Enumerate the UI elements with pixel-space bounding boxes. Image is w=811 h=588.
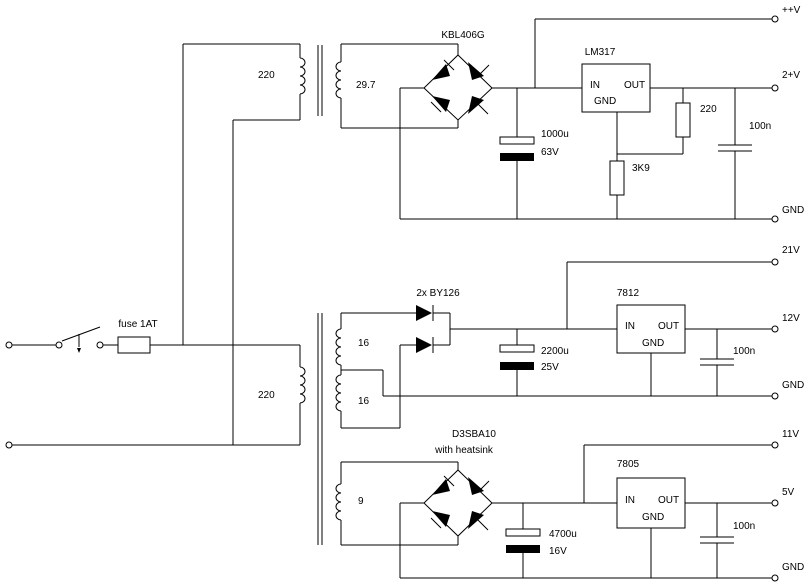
reg3-out: OUT <box>658 495 679 506</box>
out21-terminal <box>771 258 779 266</box>
fuse <box>117 336 151 354</box>
reg3-label: 7805 <box>617 459 640 470</box>
bridge1-label: KBL406G <box>441 30 485 41</box>
reg2-gnd: GND <box>642 338 664 349</box>
reg1-in: IN <box>590 80 600 91</box>
gnd3-terminal <box>771 574 779 582</box>
gnd3-label: GND <box>782 562 804 573</box>
regulator-7812: 7812 IN OUT GND <box>616 288 686 354</box>
regulator-lm317: LM317 IN OUT GND <box>581 47 651 113</box>
c6-label: 100n <box>733 521 755 532</box>
gnd1-label: GND <box>782 205 804 216</box>
out-pp-terminal <box>771 15 779 23</box>
c1-voltage: 63V <box>541 147 559 158</box>
t2-sec2-label: 16 <box>358 396 370 407</box>
out5-terminal <box>771 499 779 507</box>
reg1-label: LM317 <box>585 47 616 58</box>
mains-terminal-bottom <box>5 441 13 449</box>
reg3-gnd: GND <box>642 512 664 523</box>
c5-voltage: 16V <box>549 546 567 557</box>
t2-secondary-1-coil <box>335 328 342 366</box>
reg1-out: OUT <box>624 80 645 91</box>
switch <box>55 326 104 353</box>
out5-label: 5V <box>782 487 795 498</box>
c1-value: 1000u <box>541 129 569 140</box>
regulator-7805: 7805 IN OUT GND <box>616 459 686 529</box>
t2-primary-coil <box>299 366 306 404</box>
t2-sec3-label: 9 <box>358 496 364 507</box>
capacitor-c1: 1000u 63V <box>499 88 569 219</box>
c4-label: 100n <box>733 346 755 357</box>
out-pp-label: ++V <box>782 5 801 16</box>
r2-label: 3K9 <box>632 163 650 174</box>
bridge2-label: D3SBA10 <box>452 429 496 440</box>
reg1-gnd: GND <box>594 96 616 107</box>
out11-terminal <box>771 441 779 449</box>
r1-label: 220 <box>700 104 717 115</box>
reg2-label: 7812 <box>617 288 640 299</box>
t2-secondary-3-coil <box>335 483 342 521</box>
gnd2-terminal <box>771 392 779 400</box>
capacitor-c3: 2200u 25V <box>499 329 569 396</box>
t1-secondary-coil <box>335 61 342 99</box>
gnd1-terminal <box>771 215 779 223</box>
c3-value: 2200u <box>541 346 569 357</box>
mains-terminal-top <box>5 341 13 349</box>
t2-sec1-label: 16 <box>358 338 370 349</box>
resistor-r1 <box>675 102 691 138</box>
bridge-rectifier-2: D3SBA10 with heatsink <box>399 429 617 578</box>
mains-input: fuse 1AT <box>5 44 300 449</box>
reg3-in: IN <box>625 495 635 506</box>
transformer-2: 220 16 16 9 <box>233 312 458 546</box>
out12-terminal <box>771 325 779 333</box>
capacitor-c5: 4700u 16V <box>505 503 577 578</box>
fuse-label: fuse 1AT <box>118 319 157 330</box>
resistor-r2 <box>609 160 625 196</box>
out12-label: 12V <box>782 313 800 324</box>
diodes-by126: 2x BY126 <box>399 288 460 428</box>
t2-primary-label: 220 <box>258 390 275 401</box>
c5-value: 4700u <box>549 529 577 540</box>
gnd2-label: GND <box>782 380 804 391</box>
transformer-1: 220 29.7 <box>183 43 458 445</box>
c3-voltage: 25V <box>541 362 559 373</box>
t1-primary-coil <box>299 57 306 95</box>
c2-label: 100n <box>749 121 771 132</box>
diodes-label: 2x BY126 <box>416 288 460 299</box>
t2-secondary-2-coil <box>335 374 342 412</box>
t1-primary-label: 220 <box>258 70 275 81</box>
out-p-label: 2+V <box>782 70 800 81</box>
out21-label: 21V <box>782 245 800 256</box>
bridge2-note: with heatsink <box>434 445 494 456</box>
bridge-rectifier-1: KBL406G <box>399 30 582 219</box>
out-p-terminal <box>771 84 779 92</box>
reg2-in: IN <box>625 321 635 332</box>
out11-label: 11V <box>782 429 799 440</box>
reg2-out: OUT <box>658 321 679 332</box>
t1-secondary-label: 29.7 <box>356 80 376 91</box>
